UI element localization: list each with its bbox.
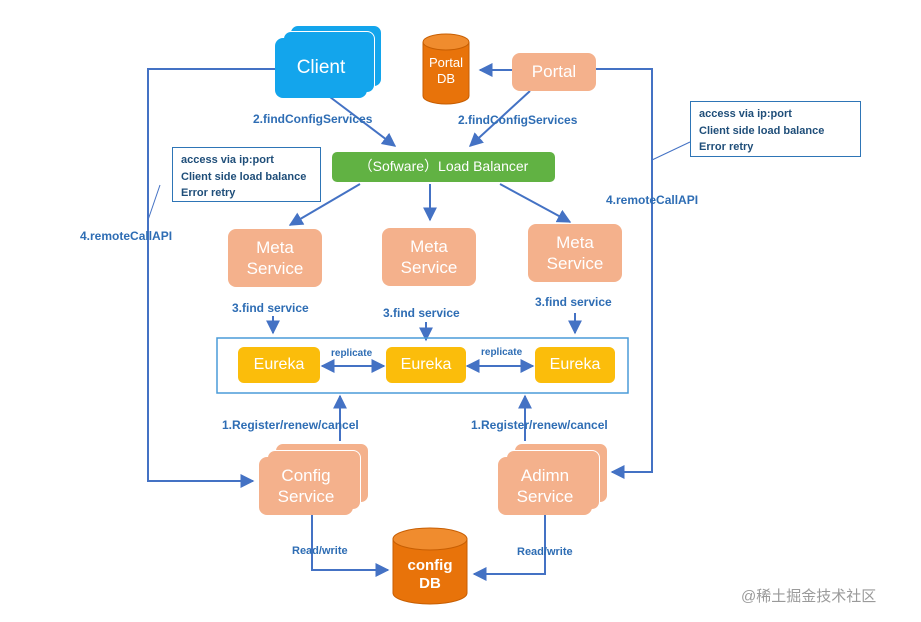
arrow-portal-to-lb [468, 90, 531, 147]
client-node: Client [275, 38, 367, 98]
note-right: access via ip:port Client side load bala… [690, 101, 861, 157]
config-db-label: config DB [407, 557, 453, 592]
config-service-node: Config Service [259, 457, 353, 515]
label-find-service-2: 3.find service [383, 306, 460, 320]
eureka-node-3: Eureka [535, 347, 615, 383]
note-left: access via ip:port Client side load bala… [172, 147, 321, 202]
portal-node: Portal [512, 53, 596, 91]
eureka-node-2: Eureka [386, 347, 466, 383]
note-left-line-2: Client side load balance [181, 170, 307, 183]
arrow-config-read-write [311, 515, 390, 577]
label-register-right: 1.Register/renew/cancel [471, 418, 608, 432]
meta-service-3: Meta Service [528, 224, 622, 282]
arrow-client-remote-call [147, 68, 275, 488]
note-left-line-1: access via ip:port [181, 154, 274, 166]
note-right-connector [651, 141, 691, 161]
eureka-cluster-frame [216, 337, 629, 394]
label-read-write-right: Read/write [517, 546, 573, 558]
label-remote-call-left: 4.remoteCallAPI [80, 229, 173, 243]
label-find-config-services-right: 2.findConfigServices [458, 113, 578, 127]
config-db-cylinder [392, 527, 468, 605]
label-find-service-1: 3.find service [232, 301, 309, 315]
arrow-lb-to-meta-1 [288, 183, 361, 226]
note-right-line-2: Client side load balance [699, 124, 825, 137]
label-find-service-3: 3.find service [535, 295, 612, 309]
label-replicate-1: replicate [331, 348, 373, 359]
label-read-write-left: Read/write [292, 545, 348, 557]
note-right-line-1: access via ip:port [699, 108, 792, 120]
label-register-left: 1.Register/renew/cancel [222, 418, 359, 432]
portal-db-cylinder [422, 33, 470, 105]
admin-service-node: Adimn Service [498, 457, 592, 515]
portal-db-label: Portal DB [429, 55, 463, 86]
note-left-line-3: Error retry [181, 187, 236, 199]
eureka-node-1: Eureka [238, 347, 320, 383]
load-balancer-node: （Sofware）Load Balancer [332, 152, 555, 182]
arrow-admin-read-write [472, 515, 546, 581]
arrow-lb-to-meta-3 [499, 183, 572, 223]
watermark: @稀土掘金技术社区 [741, 588, 877, 605]
arrow-portal-remote-call [596, 68, 653, 479]
label-replicate-2: replicate [481, 347, 523, 358]
note-left-connector [147, 184, 161, 221]
arrow-client-to-lb [329, 96, 397, 147]
label-remote-call-right: 4.remoteCallAPI [606, 193, 699, 207]
label-find-config-services-left: 2.findConfigServices [253, 112, 373, 126]
note-right-line-3: Error retry [699, 141, 754, 153]
meta-service-1: Meta Service [228, 229, 322, 287]
meta-service-2: Meta Service [382, 228, 476, 286]
